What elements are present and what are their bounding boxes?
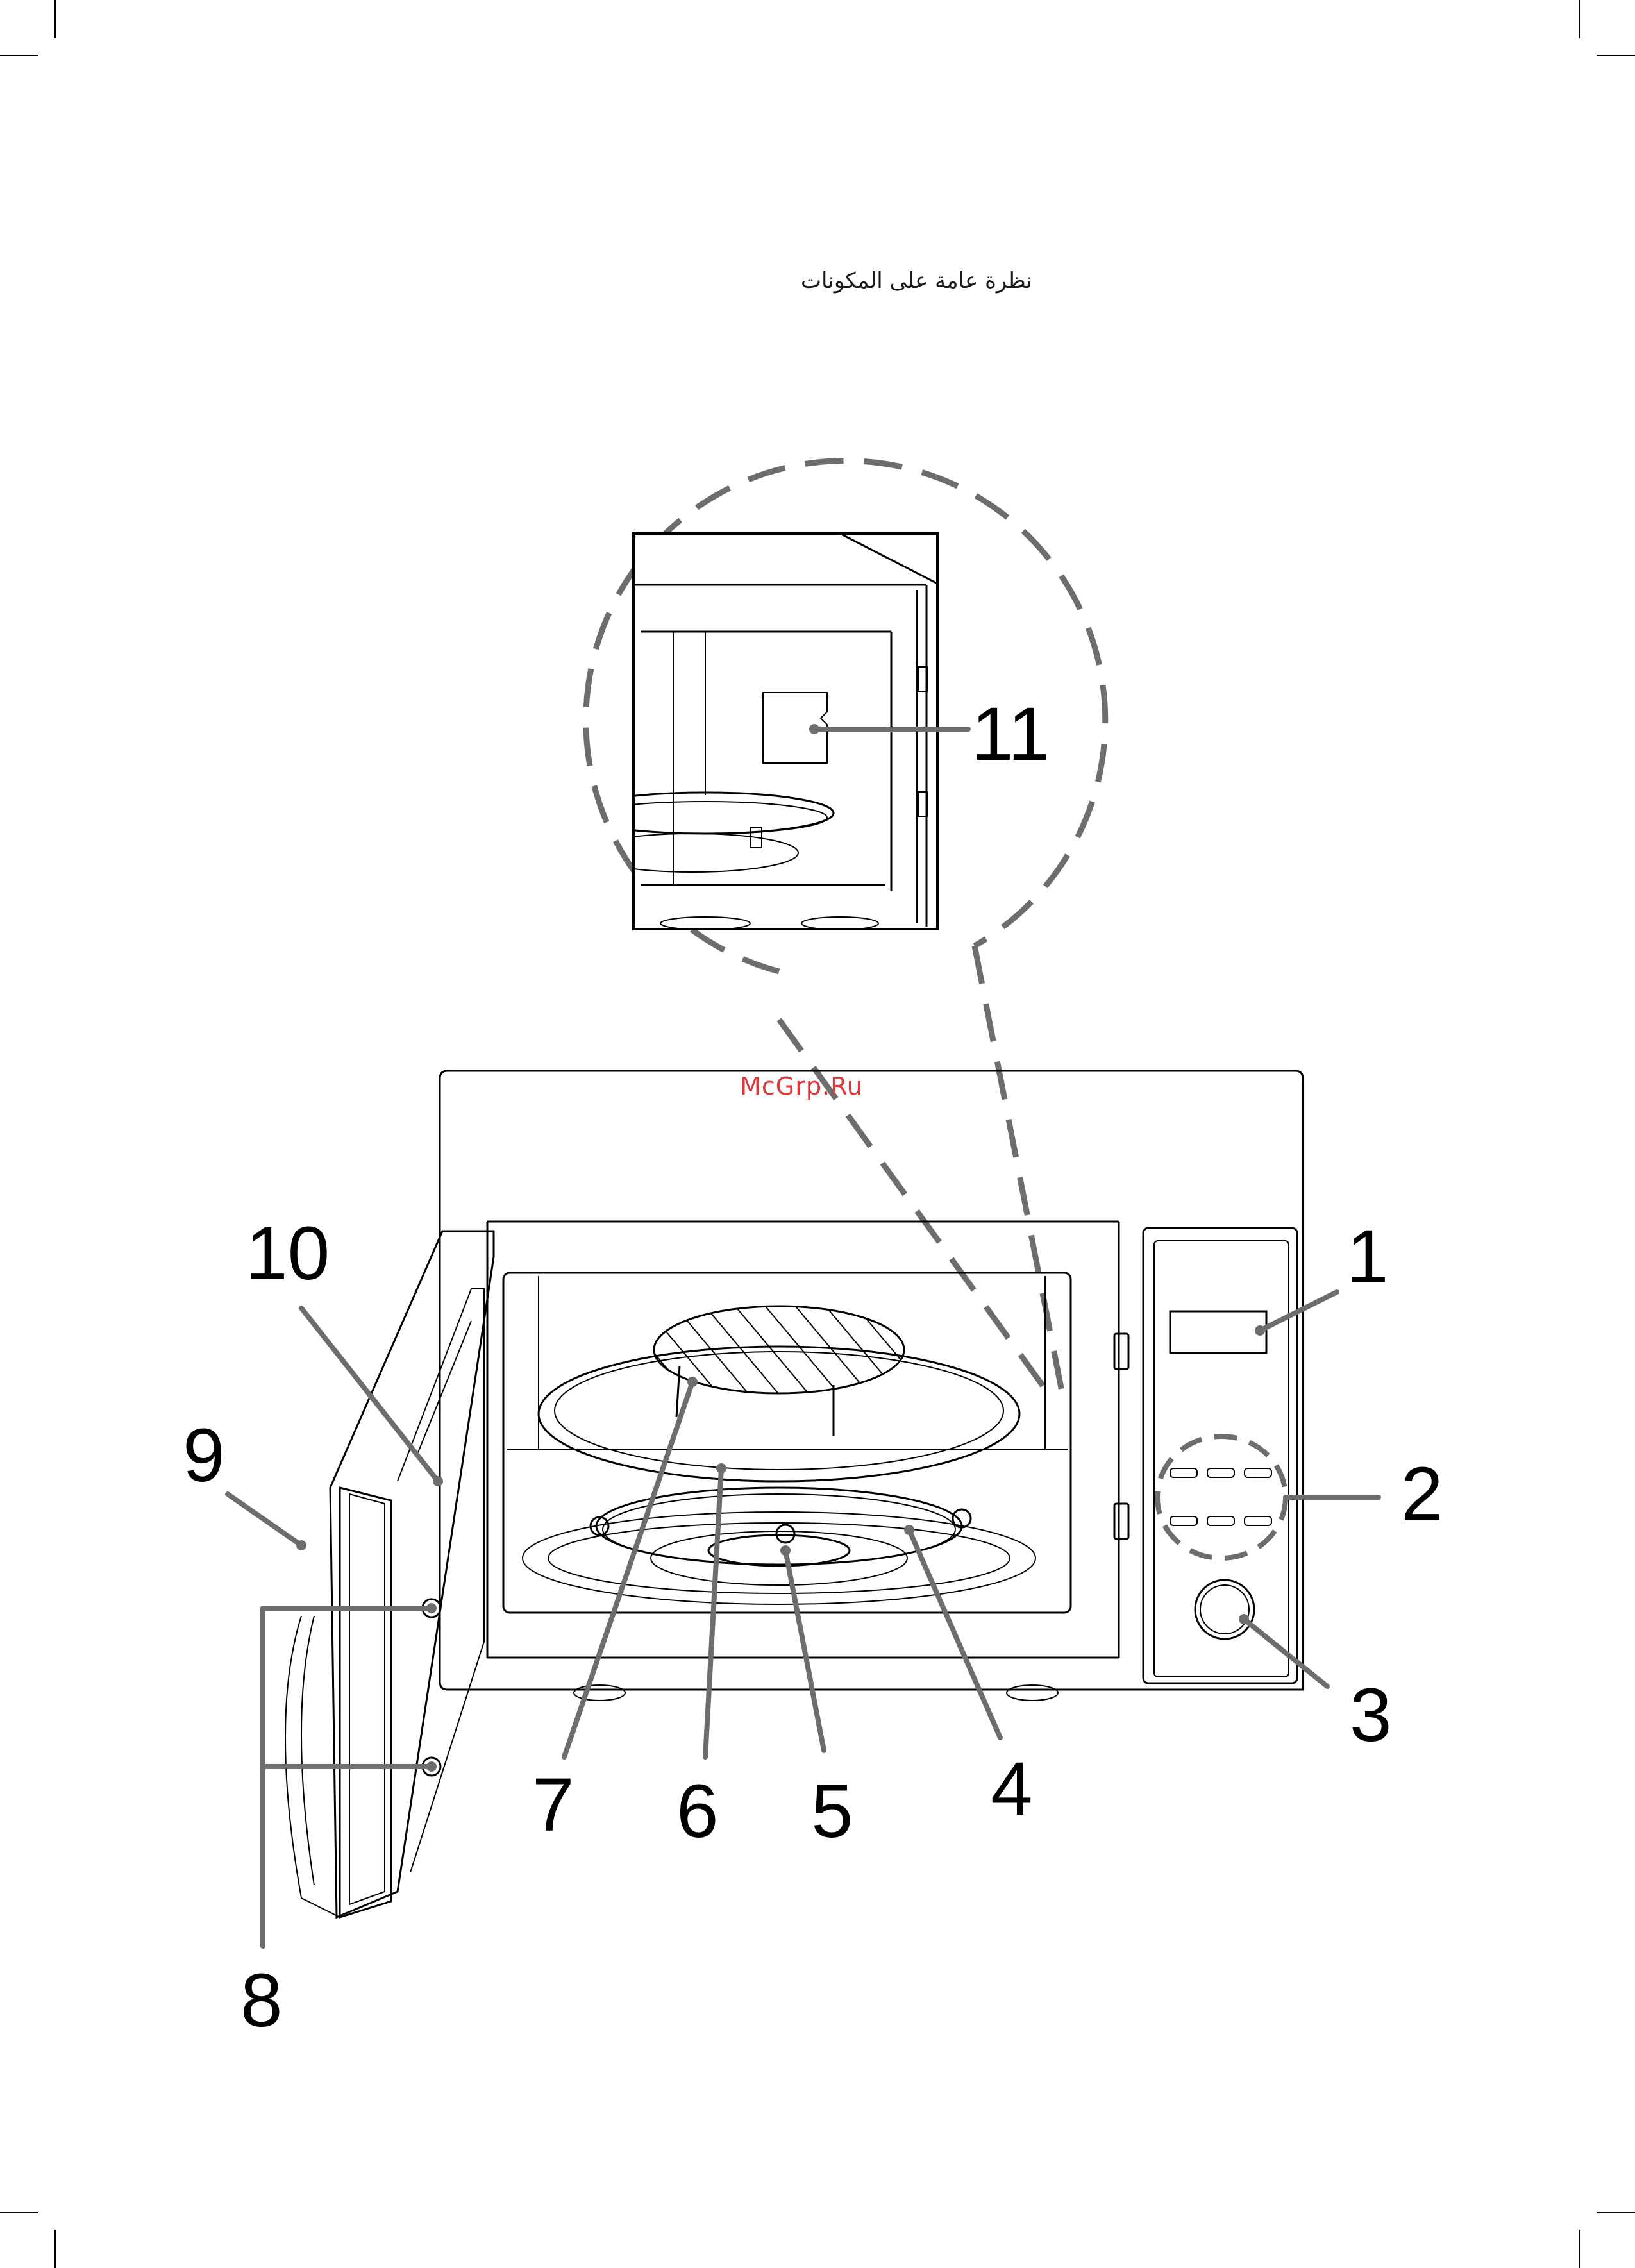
callout-11: 11 bbox=[971, 692, 1050, 777]
callout-2: 2 bbox=[1401, 1452, 1443, 1536]
callout-8: 8 bbox=[240, 1958, 283, 2043]
callout-1: 1 bbox=[1346, 1214, 1389, 1299]
callout-9: 9 bbox=[183, 1413, 225, 1498]
callout-4: 4 bbox=[991, 1747, 1033, 1831]
callout-10: 10 bbox=[246, 1211, 330, 1296]
microwave bbox=[285, 1071, 1303, 1917]
callout-5: 5 bbox=[811, 1769, 853, 1854]
callout-6: 6 bbox=[676, 1769, 719, 1854]
callout-7: 7 bbox=[532, 1763, 574, 1847]
watermark: McGrp.Ru bbox=[692, 1072, 910, 1100]
callout-3: 3 bbox=[1350, 1673, 1392, 1758]
